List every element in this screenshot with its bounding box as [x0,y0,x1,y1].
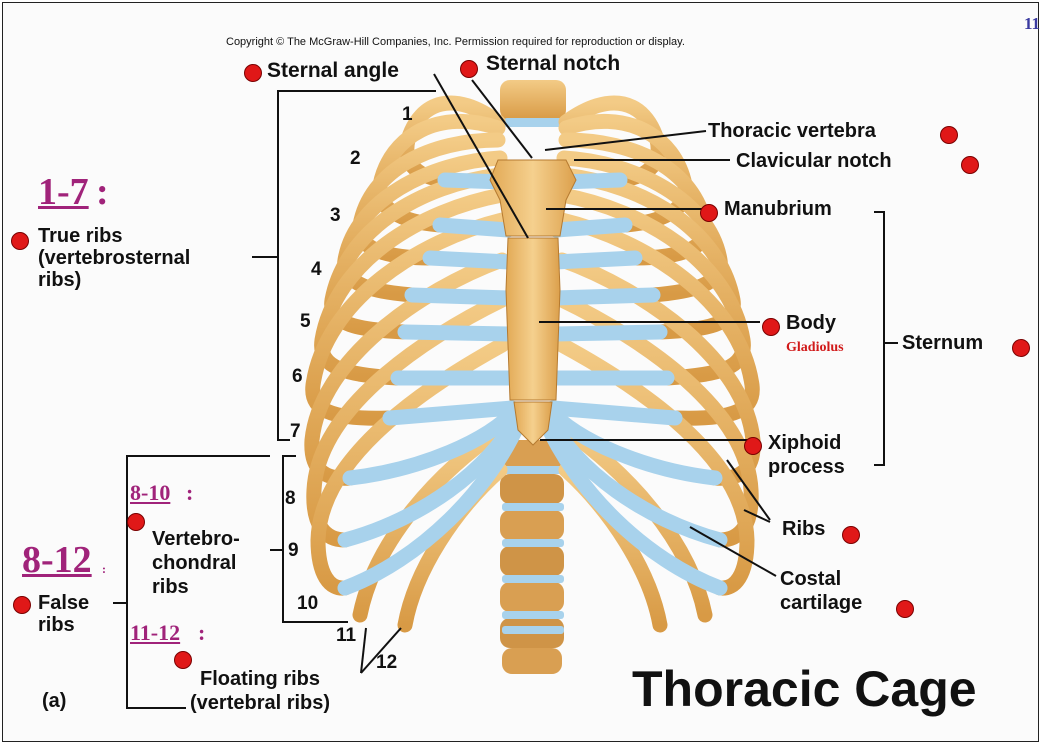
label-vc-line2: chondral [152,552,236,574]
marker-clavicular-notch [961,156,979,174]
rib-number-10: 10 [297,593,318,615]
rib-number-9: 9 [288,540,299,562]
label-manubrium: Manubrium [724,198,832,220]
marker-costal-cartilage [896,600,914,618]
marker-thoracic-vertebra [940,126,958,144]
label-sternum: Sternum [902,332,983,354]
marker-manubrium [700,204,718,222]
label-sternal-notch: Sternal notch [486,53,620,75]
rib-number-2: 2 [350,148,361,170]
range-floating-ribs-colon: : [198,620,205,646]
slide-number: 11 [1024,14,1040,34]
range-true-ribs: 1-7 [38,172,89,212]
label-vc-line3: ribs [152,576,189,598]
label-thoracic-vertebra: Thoracic vertebra [708,120,876,142]
label-true-ribs-line1: True ribs [38,225,122,247]
marker-xiphoid-process [744,437,762,455]
range-floating-ribs: 11-12 [130,620,180,646]
marker-false-ribs [13,596,31,614]
range-false-ribs-colon: : [102,562,106,577]
marker-sternal-notch [460,60,478,78]
rib-number-1: 1 [402,104,413,126]
marker-floating-ribs [174,651,192,669]
label-clavicular-notch: Clavicular notch [736,150,892,172]
label-sternal-angle: Sternal angle [267,60,399,82]
panel-letter: (a) [42,690,66,713]
range-true-ribs-colon: : [96,172,109,212]
label-costal-line1: Costal [780,568,841,590]
label-costal-line2: cartilage [780,592,862,614]
marker-vertebrochondral [127,513,145,531]
label-true-ribs-line2: (vertebrosternal [38,247,190,269]
slide-title: Thoracic Cage [632,660,977,718]
rib-number-8: 8 [285,488,296,510]
label-true-ribs-line3: ribs) [38,269,81,291]
label-false-ribs-line1: False [38,592,89,614]
marker-body [762,318,780,336]
range-vertebrochondral-colon: : [186,480,193,506]
range-false-ribs: 8-12 [22,540,92,580]
rib-number-7: 7 [290,421,301,443]
marker-sternum [1012,339,1030,357]
range-vertebrochondral: 8-10 [130,480,170,506]
rib-number-12: 12 [376,652,397,674]
label-gladiolus: Gladiolus [786,340,844,356]
rib-number-11: 11 [336,625,356,647]
rib-number-3: 3 [330,205,341,227]
label-false-ribs-line2: ribs [38,614,75,636]
rib-number-5: 5 [300,311,311,333]
label-floating-line1: Floating ribs [200,668,320,690]
label-xiphoid-line2: process [768,456,845,478]
marker-ribs [842,526,860,544]
copyright-notice: Copyright © The McGraw-Hill Companies, I… [226,36,685,48]
rib-number-6: 6 [292,366,303,388]
marker-sternal-angle [244,64,262,82]
label-ribs: Ribs [782,518,825,540]
label-xiphoid-line1: Xiphoid [768,432,841,454]
label-floating-line2: (vertebral ribs) [190,692,330,714]
label-body: Body [786,312,836,334]
rib-number-4: 4 [311,259,322,281]
label-vc-line1: Vertebro- [152,528,240,550]
marker-true-ribs [11,232,29,250]
